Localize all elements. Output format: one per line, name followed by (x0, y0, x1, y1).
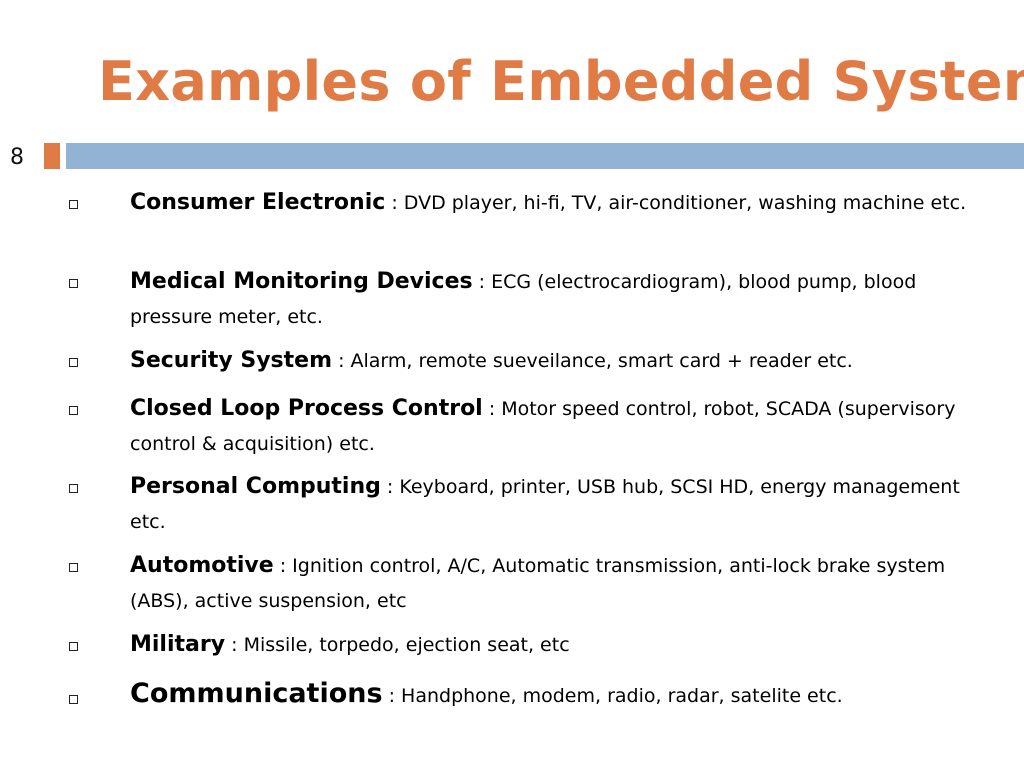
square-bullet-icon (69, 563, 78, 572)
item-description: DVD player, hi-fi, TV, air-conditioner, … (403, 192, 967, 214)
header-bar (66, 143, 1024, 169)
item-description: Handphone, modem, radio, radar, satelite… (401, 685, 843, 707)
list-item: Security System : Alarm, remote sueveila… (69, 344, 1000, 379)
item-term: Security System (130, 348, 333, 373)
item-description: Motor speed control, robot, SCADA (super… (130, 398, 956, 455)
item-description: Alarm, remote sueveilance, smart card + … (350, 350, 853, 372)
list-item: Personal Computing : Keyboard, printer, … (69, 470, 1000, 540)
item-separator: : (332, 350, 351, 372)
item-term: Military (130, 632, 226, 657)
item-description: Missile, torpedo, ejection seat, etc (243, 634, 570, 656)
item-separator: : (380, 476, 400, 498)
list-item: Closed Loop Process Control : Motor spee… (69, 392, 1000, 462)
square-bullet-icon (69, 484, 78, 493)
item-separator: : (225, 634, 244, 656)
square-bullet-icon (69, 695, 78, 704)
item-description: Keyboard, printer, USB hub, SCSI HD, ene… (130, 476, 960, 533)
list-item: Medical Monitoring Devices : ECG (electr… (69, 265, 1000, 335)
item-term: Personal Computing (130, 474, 381, 499)
list-item: Consumer Electronic : DVD player, hi-fi,… (69, 186, 1000, 221)
square-bullet-icon (69, 200, 78, 209)
list-item: Communications : Handphone, modem, radio… (69, 677, 1000, 714)
item-separator: : (385, 192, 404, 214)
slide-title: Examples of Embedded System (98, 50, 1024, 113)
item-description: Ignition control, A/C, Automatic transmi… (130, 555, 946, 612)
item-separator: : (273, 555, 293, 577)
square-bullet-icon (69, 642, 78, 651)
list-item: Military : Missile, torpedo, ejection se… (69, 628, 1000, 663)
square-bullet-icon (69, 358, 78, 367)
item-separator: : (382, 685, 402, 707)
item-term: Closed Loop Process Control (130, 396, 483, 421)
square-bullet-icon (69, 279, 78, 288)
list-item: Automotive : Ignition control, A/C, Auto… (69, 549, 1000, 619)
square-bullet-icon (69, 406, 78, 415)
item-term: Medical Monitoring Devices (130, 269, 473, 294)
item-separator: : (472, 271, 492, 293)
slide-number: 8 (10, 145, 24, 170)
slide-number-accent (44, 143, 60, 169)
item-separator: : (482, 398, 502, 420)
item-description: ECG (electrocardiogram), blood pump, blo… (130, 271, 917, 328)
item-term: Consumer Electronic (130, 190, 386, 215)
item-term: Automotive (130, 553, 274, 578)
item-term: Communications (130, 678, 383, 709)
